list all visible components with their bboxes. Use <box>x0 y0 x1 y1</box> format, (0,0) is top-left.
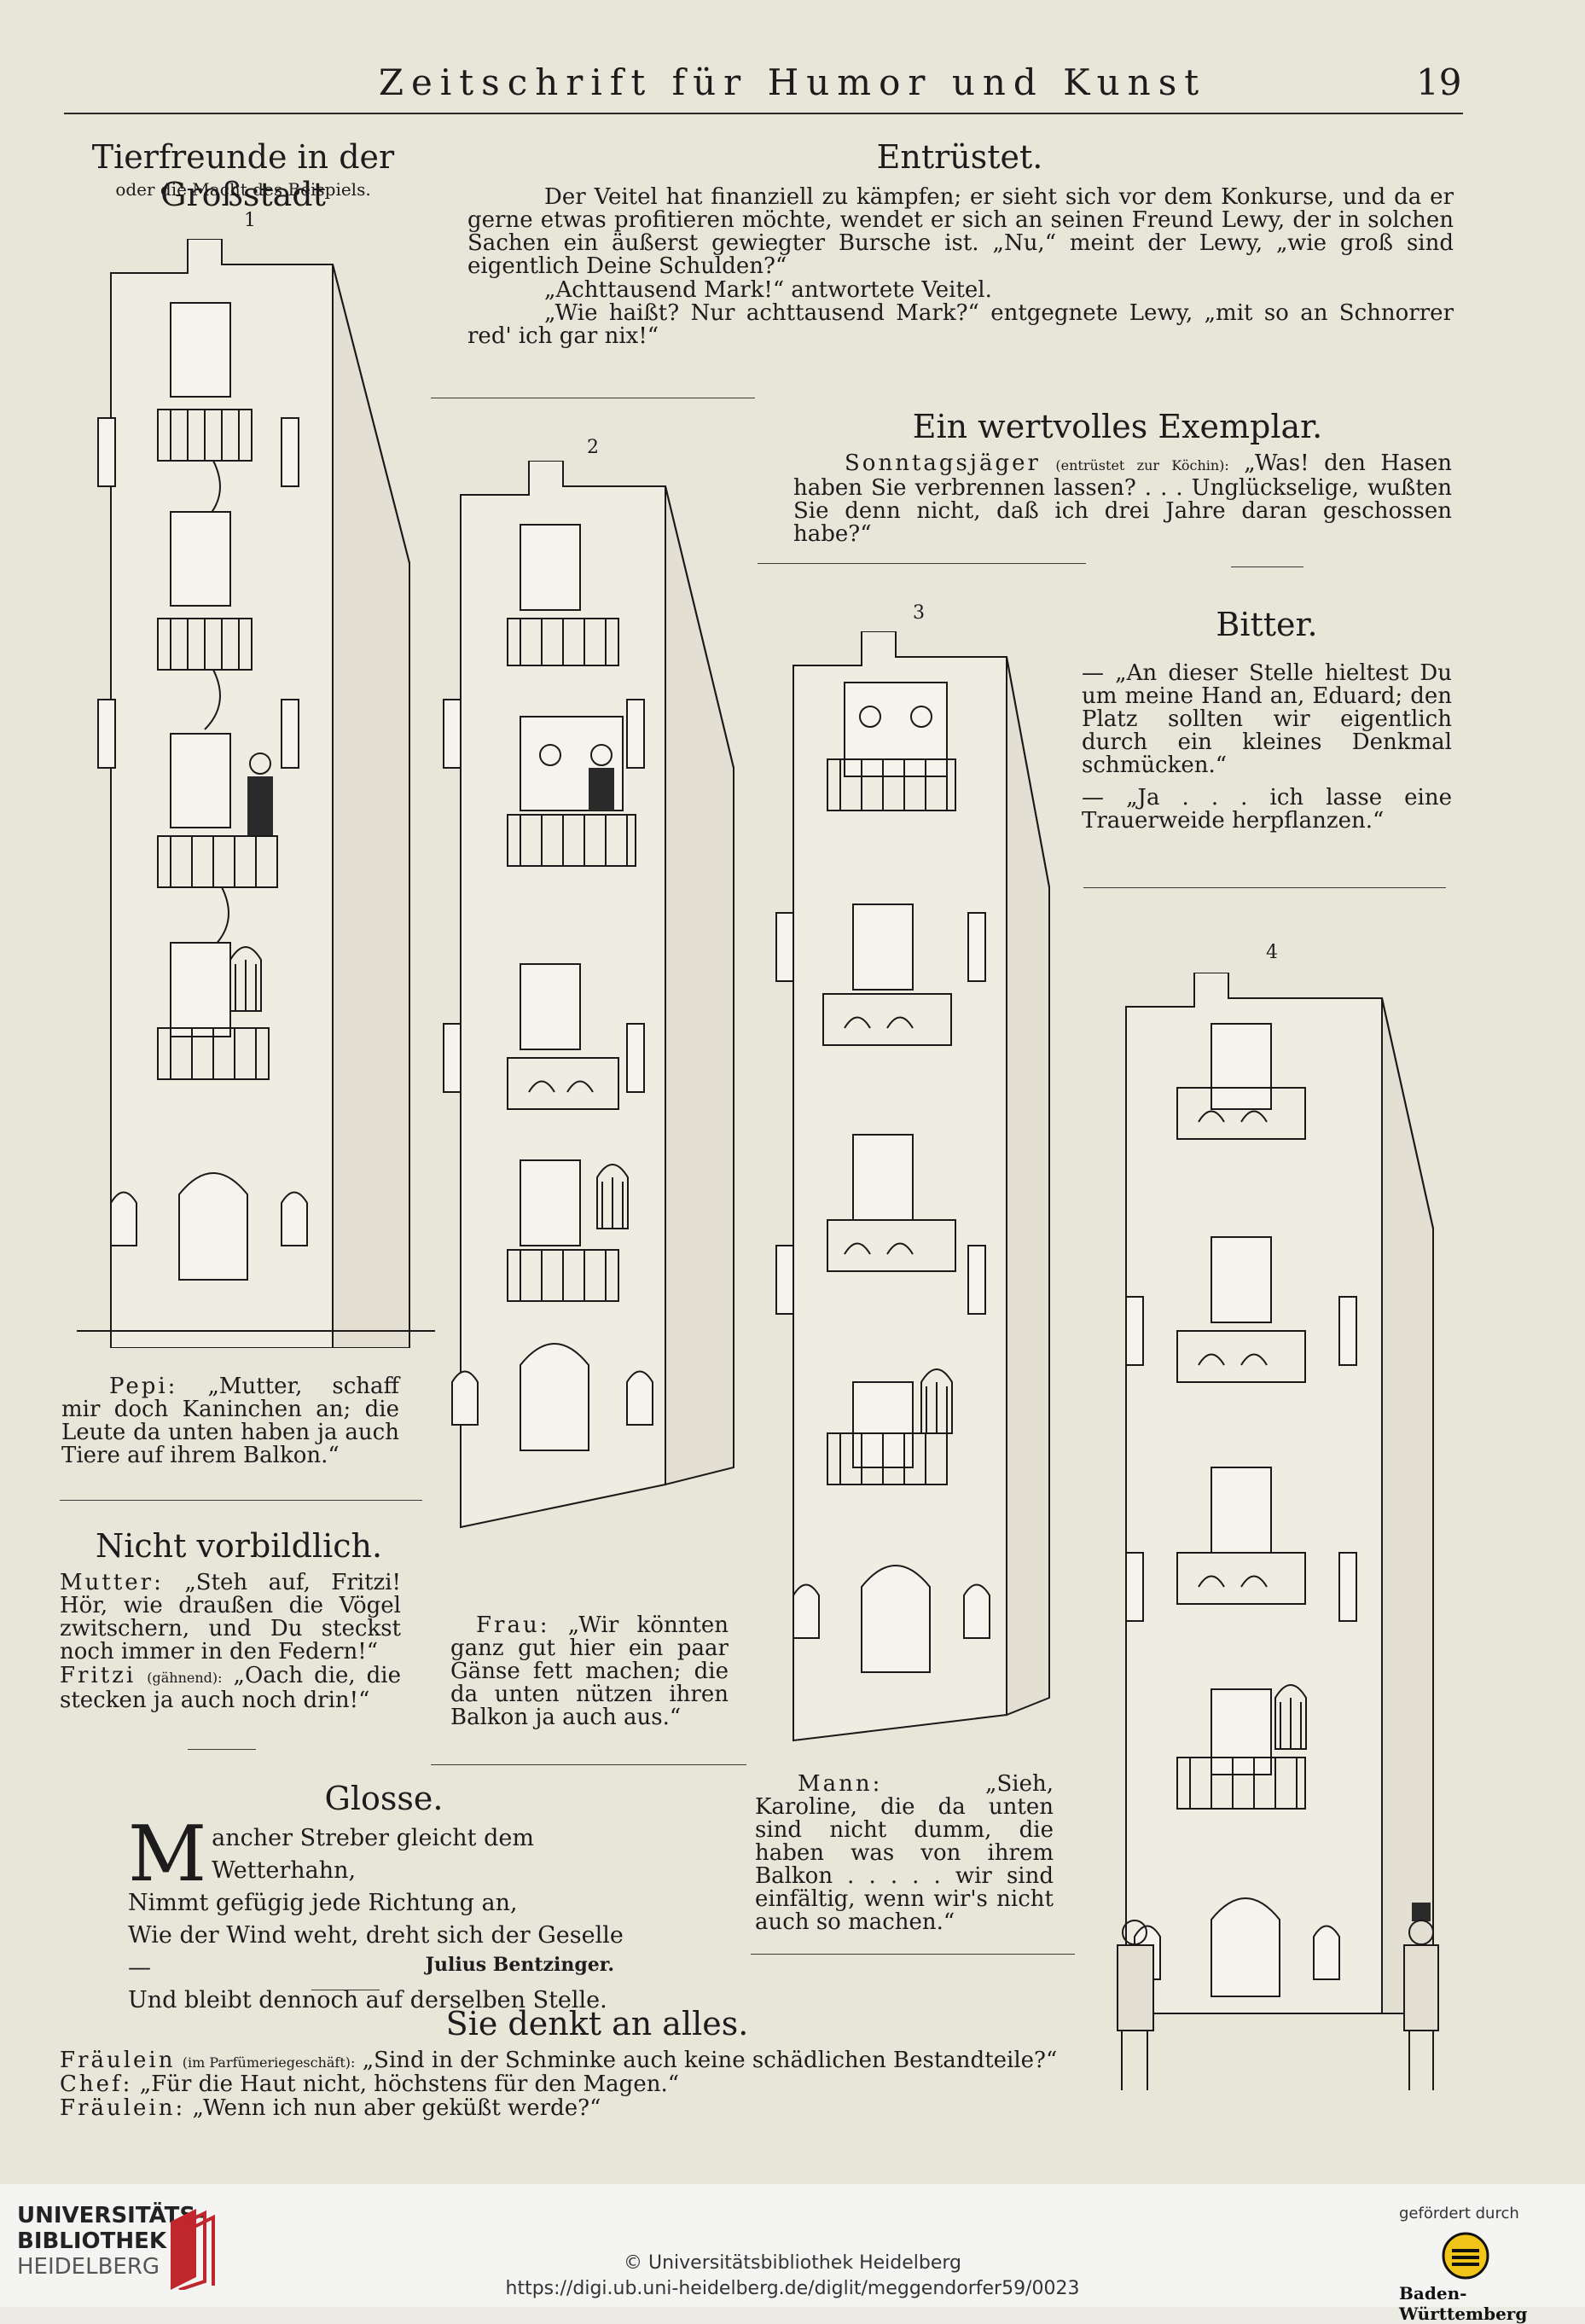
vorbildlich-aside-fritzi: (gähnend): <box>147 1670 223 1686</box>
permalink-url[interactable]: https://digi.ub.uni-heidelberg.de/diglit… <box>505 2278 1080 2299</box>
alles-line-1: Fräulein (im Parfümeriegeschäft): „Sind … <box>60 2049 1092 2074</box>
alles-speaker-chef: Chef: <box>60 2071 133 2097</box>
balcony-with-geese <box>827 1134 956 1272</box>
balcony-with-geese <box>1176 1467 1306 1605</box>
balcony-with-birdcage <box>1176 1684 1307 1810</box>
page-number: 19 <box>1416 61 1462 103</box>
caption-mann: Mann: „Sieh, Karoline, die da unten sind… <box>755 1773 1054 1934</box>
glosse-line-3: Wie der Wind weht, dreht sich der Gesell… <box>128 1922 624 1981</box>
caption-pepi: Pepi: „Mutter, schaff mir doch Kaninchen… <box>61 1375 399 1467</box>
tierfreunde-title: Tierfreunde in der Großstadt <box>91 138 395 213</box>
header-rule <box>64 113 1463 114</box>
separator-rule <box>758 563 1086 564</box>
glosse-line-1: ancher Streber gleicht dem Wetterhahn, <box>212 1825 534 1884</box>
alles-text-3: „Wenn ich nun aber geküßt werde?“ <box>192 2095 601 2121</box>
balcony-with-birdcage <box>507 1159 629 1302</box>
bitter-title: Bitter. <box>1216 606 1318 643</box>
balcony-with-people <box>157 733 278 948</box>
caption-mann-text: „Sieh, Karoline, die da unten sind nicht… <box>755 1771 1054 1935</box>
alles-aside: (im Parfümeriegeschäft): <box>182 2054 356 2071</box>
separator-rule <box>188 1749 256 1750</box>
vorbildlich-text-mutter: „Steh auf, Fritzi! Hör, wie draußen die … <box>60 1570 402 1665</box>
entruestet-paragraph-2: „Achttausend Mark!“ antwortete Veitel. <box>544 277 992 303</box>
balcony-with-birdcage <box>157 942 270 1080</box>
magazine-page: Zeitschrift für Humor und Kunst 19 Tierf… <box>60 61 1463 2120</box>
library-logo-icon[interactable] <box>162 2205 222 2290</box>
alles-text-1: „Sind in der Schminke auch keine schädli… <box>362 2048 1058 2073</box>
glosse-line-2: Nimmt gefügig jede Richtung an, <box>128 1890 518 1916</box>
balcony <box>157 511 253 730</box>
exemplar-title: Ein wertvolles Exemplar. <box>912 408 1323 445</box>
library-name-line-3: HEIDELBERG <box>17 2254 160 2280</box>
caption-frau-speaker: Frau: <box>476 1612 550 1638</box>
bitter-line-1: — „An dieser Stelle hieltest Du um meine… <box>1082 660 1452 778</box>
vorbildlich-speaker-mutter: Mutter: <box>60 1570 164 1595</box>
balcony-with-birdcage <box>827 1368 953 1485</box>
panel-number: 4 <box>1266 942 1278 963</box>
balcony-with-geese <box>1176 1023 1306 1140</box>
alles-speaker-fraeulein-2: Fräulein: <box>60 2095 186 2121</box>
vorbildlich-text-fritzi: „Oach die, die stecken ja auch noch drin… <box>60 1663 402 1713</box>
balcony <box>157 302 253 521</box>
vorbildlich-fritzi: Fritzi (gähnend): „Oach die, die stecken… <box>60 1665 401 1712</box>
figure-man-left <box>1117 1920 1154 2090</box>
separator-rule <box>431 1764 746 1765</box>
exemplar-paragraph: Sonntagsjäger (entrüstet zur Köchin): „W… <box>793 452 1452 546</box>
panel-number: 1 <box>244 210 256 231</box>
illustration-building-3 <box>775 631 1050 1742</box>
balcony-with-geese <box>507 963 619 1110</box>
figure-man-right <box>1403 1903 1439 2090</box>
alles-line-2: Chef: „Für die Haut nicht, höchstens für… <box>60 2073 1092 2096</box>
separator-rule <box>1083 887 1446 888</box>
separator-rule <box>751 1954 1075 1955</box>
panel-number: 3 <box>913 602 925 624</box>
copyright-notice: © Universitätsbibliothek Heidelberg <box>623 2252 961 2274</box>
glosse-author: Julius Bentzinger. <box>425 1954 614 1976</box>
glosse-poem: M ancher Streber gleicht dem Wetterhahn,… <box>128 1810 648 2017</box>
bitter-line-2: — „Ja . . . ich lasse eine Trauerweide h… <box>1082 785 1452 834</box>
entruestet-paragraph-3: „Wie haißt? Nur achttausend Mark?“ entge… <box>467 300 1454 349</box>
exemplar-speaker: Sonntagsjäger <box>845 450 1041 476</box>
page-header-title: Zeitschrift für Humor und Kunst <box>378 61 1207 103</box>
glosse-title: Glosse. <box>324 1780 444 1817</box>
balcony-with-geese <box>1176 1236 1306 1383</box>
caption-frau: Frau: „Wir könnten ganz gut hier ein paa… <box>450 1614 729 1729</box>
vorbildlich-title: Nicht vorbildlich. <box>95 1527 383 1565</box>
illustration-building-4 <box>1117 973 1439 2090</box>
panel-number: 2 <box>587 437 599 458</box>
coat-of-arms-icon[interactable] <box>1442 2232 1489 2280</box>
library-name-line-2: BIBLIOTHEK <box>17 2228 167 2254</box>
caption-mann-speaker: Mann: <box>798 1771 883 1797</box>
tierfreunde-subtitle: oder die Macht des Beispiels. <box>115 179 371 200</box>
illustration-building-1 <box>77 239 435 1348</box>
alles-text-2: „Für die Haut nicht, höchstens für den M… <box>139 2071 680 2097</box>
vorbildlich-speaker-fritzi: Fritzi <box>60 1663 136 1688</box>
entruestet-paragraph-1: Der Veitel hat finanziell zu kämpfen; er… <box>467 184 1454 279</box>
caption-pepi-speaker: Pepi: <box>109 1374 178 1399</box>
alles-title: Sie denkt an alles. <box>445 2005 749 2042</box>
alles-speaker-fraeulein: Fräulein <box>60 2048 176 2073</box>
caption-frau-text: „Wir könnten ganz gut hier ein paar Gäns… <box>450 1612 729 1730</box>
funded-by-label: gefördert durch <box>1399 2205 1519 2222</box>
exemplar-text: „Was! den Hasen haben Sie verbrennen las… <box>793 450 1452 547</box>
balcony-with-people <box>507 716 636 867</box>
exemplar-aside: (entrüstet zur Köchin): <box>1055 457 1229 474</box>
balcony-with-people <box>827 682 956 811</box>
balcony <box>507 524 619 666</box>
vorbildlich-mutter: Mutter: „Steh auf, Fritzi! Hör, wie drau… <box>60 1572 401 1664</box>
caption-pepi-text: „Mutter, schaff mir doch Kaninchen an; d… <box>61 1374 400 1468</box>
glosse-line-4: Und bleibt dennoch auf derselben Stelle. <box>128 1987 607 2013</box>
separator-rule <box>1231 566 1303 567</box>
glosse-dropcap: M <box>128 1810 207 1899</box>
separator-rule <box>60 1500 422 1501</box>
alles-line-3: Fräulein: „Wenn ich nun aber geküßt werd… <box>60 2097 1092 2120</box>
balcony-with-geese <box>822 903 952 1046</box>
illustration-building-2 <box>443 461 734 1529</box>
viewer-footer: UNIVERSITÄTS- BIBLIOTHEK HEIDELBERG © Un… <box>0 2184 1585 2324</box>
entruestet-title: Entrüstet. <box>876 138 1043 176</box>
funder-name: Baden-Württemberg <box>1399 2283 1528 2324</box>
